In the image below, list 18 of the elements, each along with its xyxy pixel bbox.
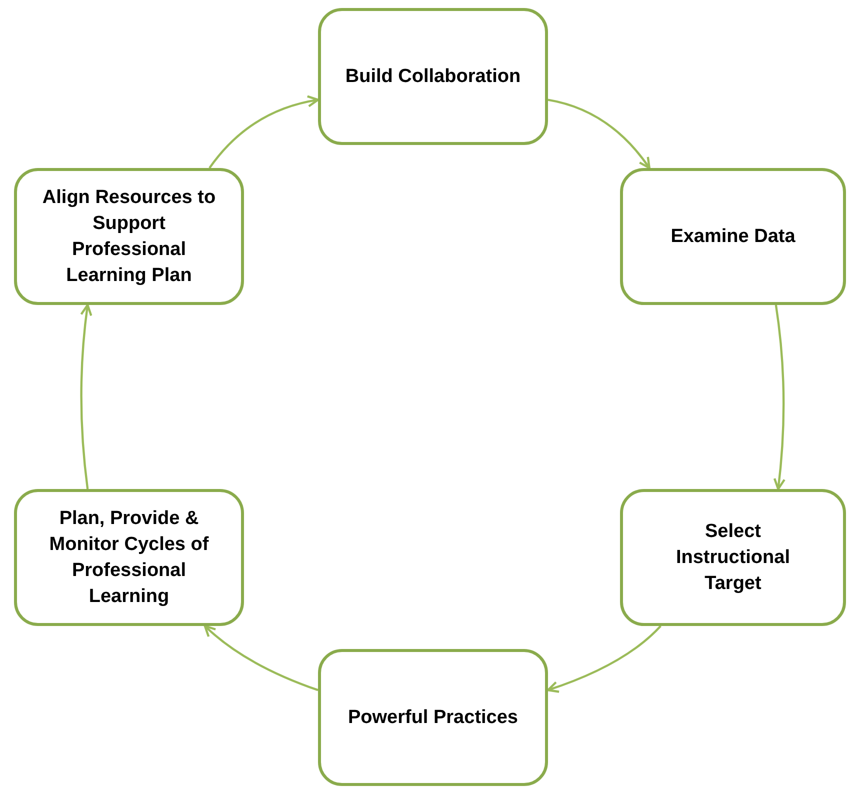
process-box: [620, 168, 846, 305]
step-label: Plan, Provide & Monitor Cycles of Professional Learning: [48, 506, 210, 608]
arrow: [773, 304, 786, 490]
process-box: [620, 489, 846, 626]
arrow: [548, 98, 650, 170]
step-label: Select Instructional Target: [674, 520, 791, 596]
arrow: [546, 625, 662, 693]
step-label: Examine Data: [670, 224, 796, 248]
step-label: Powerful Practices: [348, 706, 518, 730]
step-label: Build Collaboration: [345, 64, 521, 88]
process-box: [14, 168, 244, 305]
arrow: [204, 624, 318, 692]
process-box: [318, 8, 548, 145]
arrow: [208, 96, 320, 169]
step-label: Align Resources to Support Professional Learning Plan: [41, 186, 217, 288]
arrow: [80, 304, 92, 490]
process-box: [318, 649, 548, 786]
process-box: [14, 489, 244, 626]
